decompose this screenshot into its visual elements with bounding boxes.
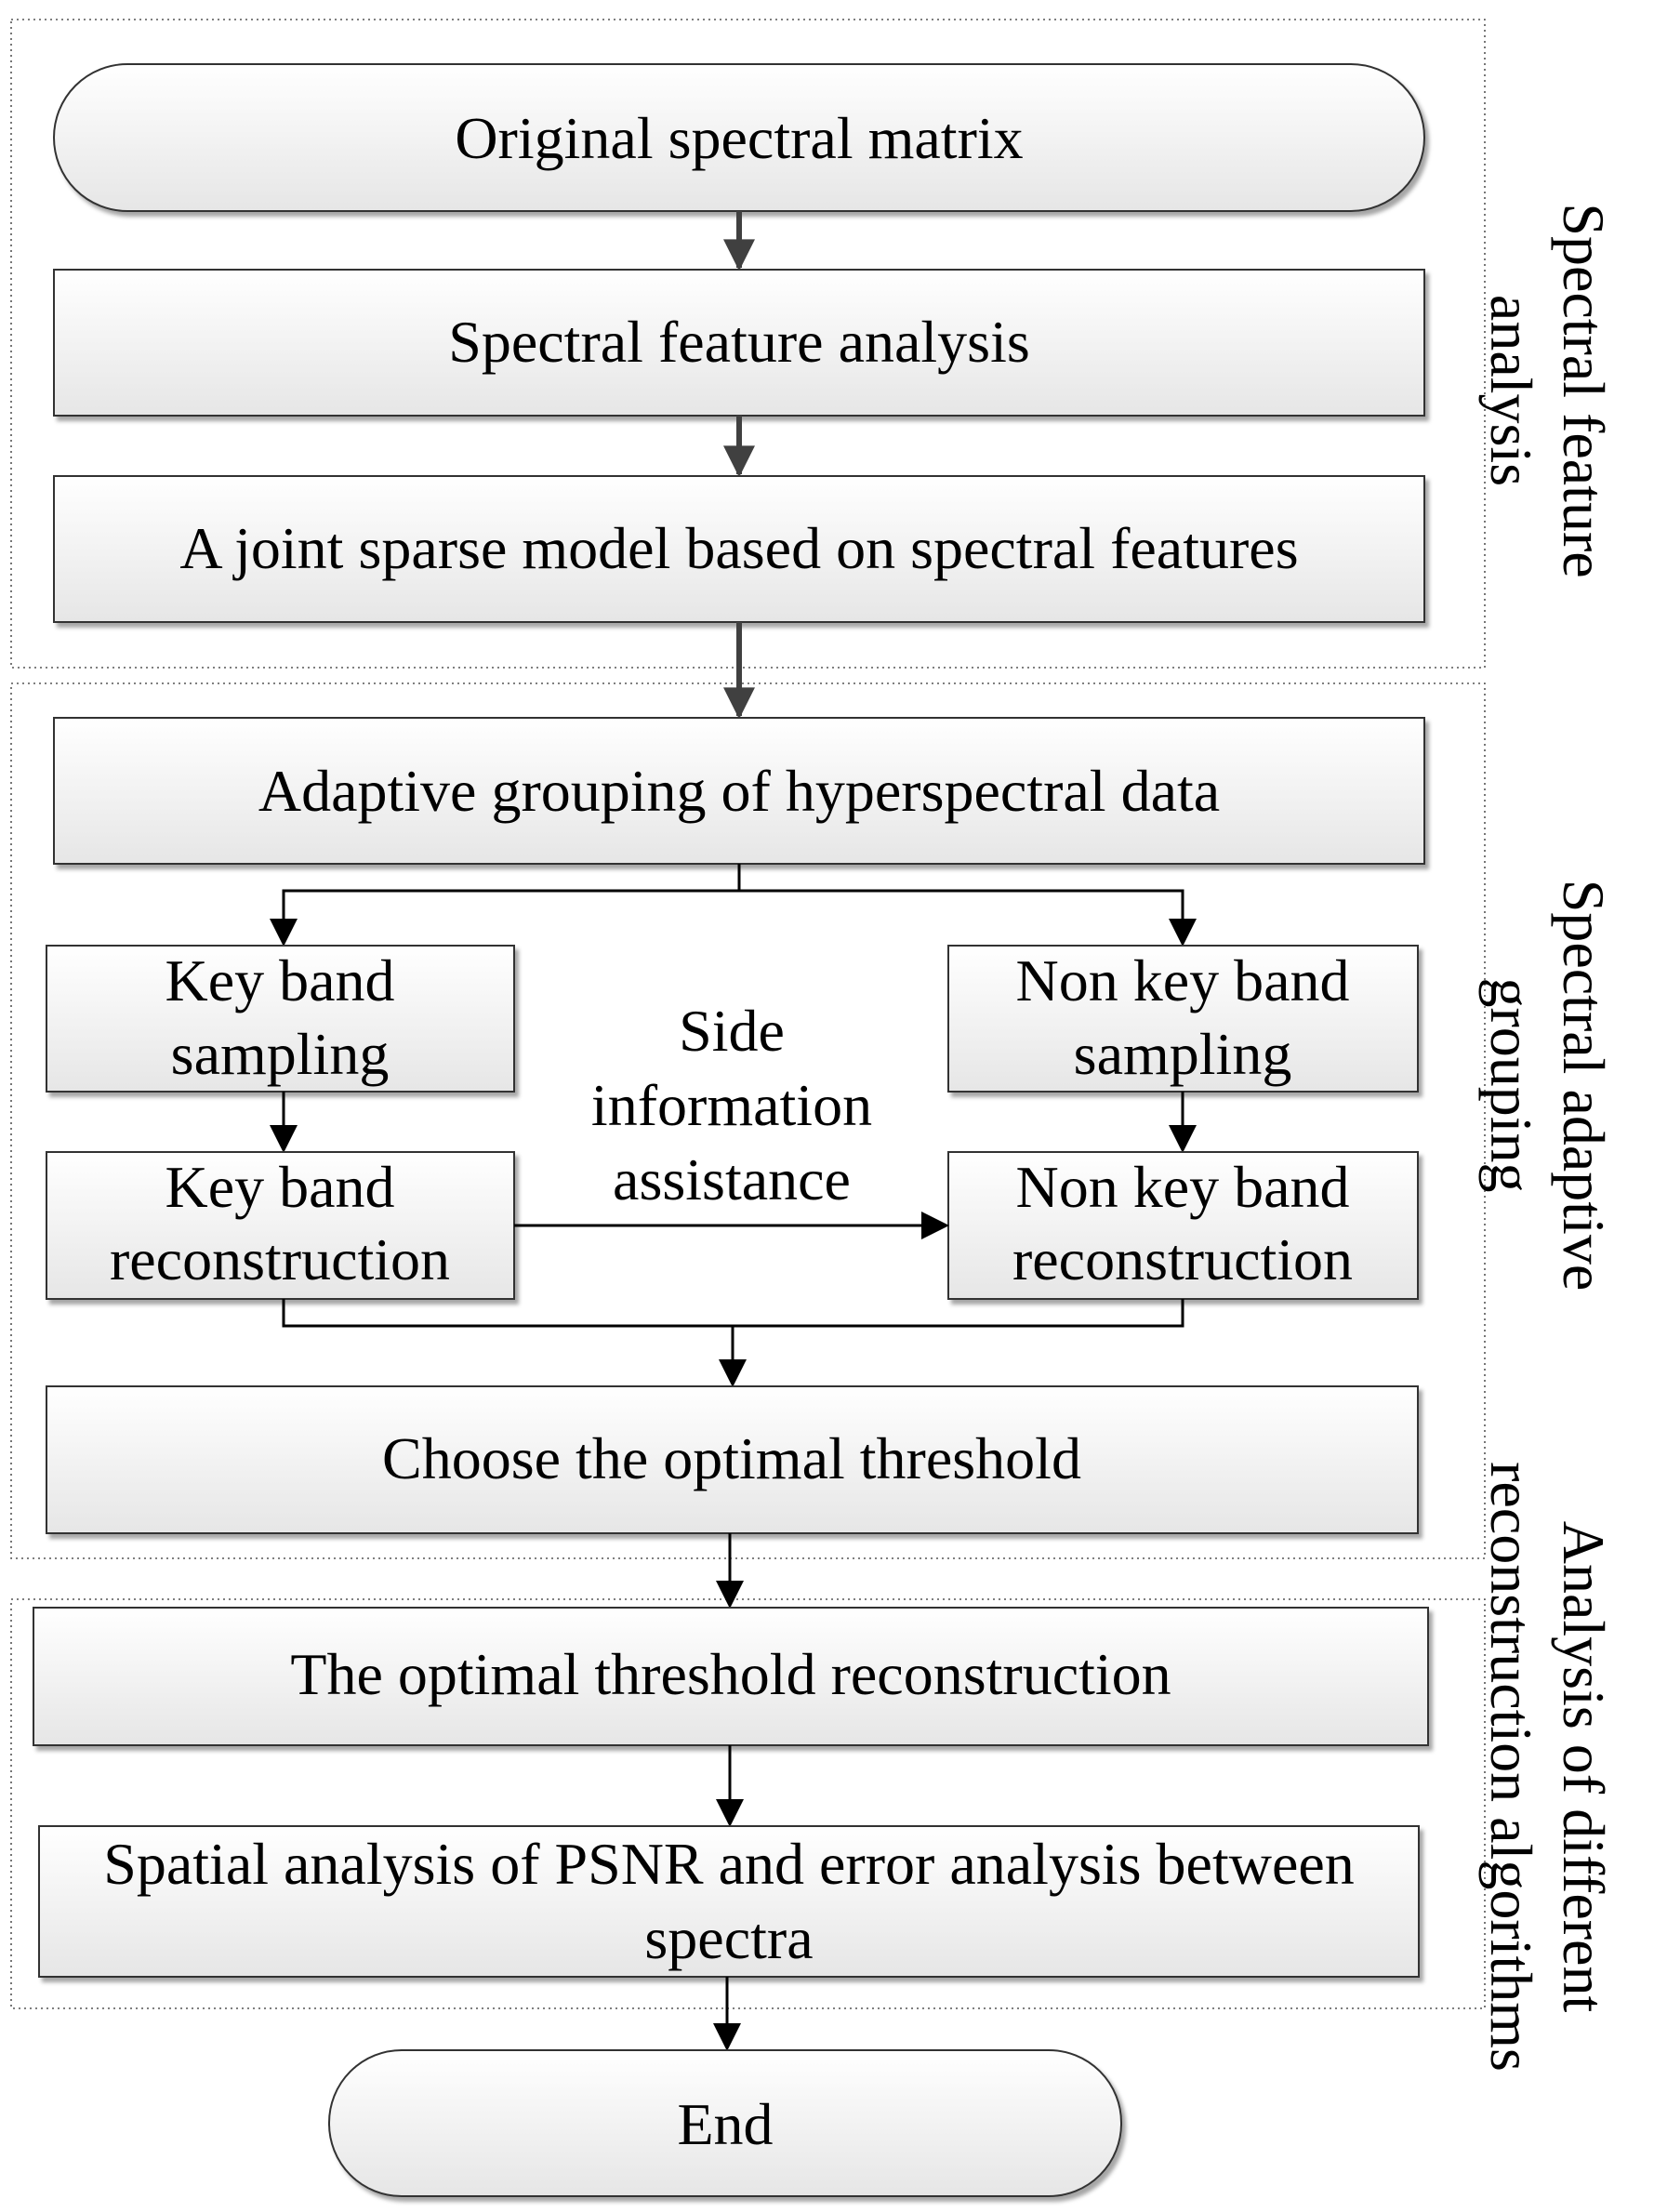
side-info-line-3: assistance [613,1146,851,1212]
node-feature-analysis-label: Spectral feature analysis [448,309,1030,375]
label-adaptive-grouping-line-2: grouping [1478,977,1544,1192]
node-nonkey-band-reconstruction: Non key band reconstruction [947,1151,1419,1300]
node-original-label: Original spectral matrix [455,105,1023,171]
node-original-spectral-matrix: Original spectral matrix [53,63,1425,212]
node-spectral-feature-analysis: Spectral feature analysis [53,269,1425,417]
node-choose-optimal-threshold: Choose the optimal threshold [46,1385,1419,1534]
node-nonkey-band-sampling: Non key band sampling [947,945,1419,1093]
node-key-band-sampling: Key band sampling [46,945,515,1093]
node-optimal-threshold-reconstruction: The optimal threshold reconstruction [33,1607,1429,1746]
node-end-label: End [677,2091,773,2157]
node-end: End [328,2049,1122,2197]
label-feature-analysis-line-2: analysis [1478,295,1544,486]
nonkey-reconstruction-line-2: reconstruction [1012,1226,1353,1292]
side-info-line-2: information [591,1072,872,1138]
node-choose-threshold-label: Choose the optimal threshold [382,1425,1081,1491]
label-adaptive-grouping-line-1: Spectral adaptive [1551,880,1617,1291]
label-spectral-adaptive-grouping: Spectral adaptive grouping [1478,880,1617,1291]
node-joint-sparse-label: A joint sparse model based on spectral f… [179,515,1298,581]
group-reconstruction-algorithms [10,1598,1486,2009]
node-key-band-reconstruction: Key band reconstruction [46,1151,515,1300]
key-sampling-line-2: sampling [171,1021,390,1087]
spatial-analysis-line-1: Spatial analysis of PSNR and error analy… [103,1831,1355,1897]
side-information-label: Side information assistance [591,998,872,1212]
node-adaptive-grouping: Adaptive grouping of hyperspectral data [53,717,1425,865]
key-sampling-line-1: Key band [165,947,394,1013]
node-joint-sparse-model: A joint sparse model based on spectral f… [53,475,1425,623]
label-reconstruction-algorithms: Analysis of different reconstruction alg… [1478,1462,1617,2072]
nonkey-sampling-line-1: Non key band [1015,947,1349,1013]
arrow-split-right [739,889,1197,947]
node-spatial-analysis: Spatial analysis of PSNR and error analy… [38,1825,1420,1978]
group-spectral-feature-analysis [10,19,1486,669]
key-reconstruction-line-1: Key band [165,1154,394,1220]
node-adaptive-grouping-label: Adaptive grouping of hyperspectral data [258,758,1220,824]
side-info-line-1: Side [679,998,785,1064]
group-spectral-adaptive-grouping [10,682,1486,1559]
node-optimal-reconstruction-label: The optimal threshold reconstruction [290,1641,1171,1707]
key-reconstruction-line-2: reconstruction [110,1226,450,1292]
label-feature-analysis-line-1: Spectral feature [1551,203,1617,577]
nonkey-reconstruction-line-1: Non key band [1015,1154,1349,1220]
label-spectral-feature-analysis: Spectral feature analysis [1478,203,1617,577]
label-algorithms-line-2: reconstruction algorithms [1478,1462,1544,2072]
arrow-split-left [270,864,741,947]
label-algorithms-line-1: Analysis of different [1551,1521,1617,2013]
spatial-analysis-line-2: spectra [644,1905,813,1971]
merge-line [282,1299,1184,1328]
nonkey-sampling-line-2: sampling [1074,1021,1292,1087]
